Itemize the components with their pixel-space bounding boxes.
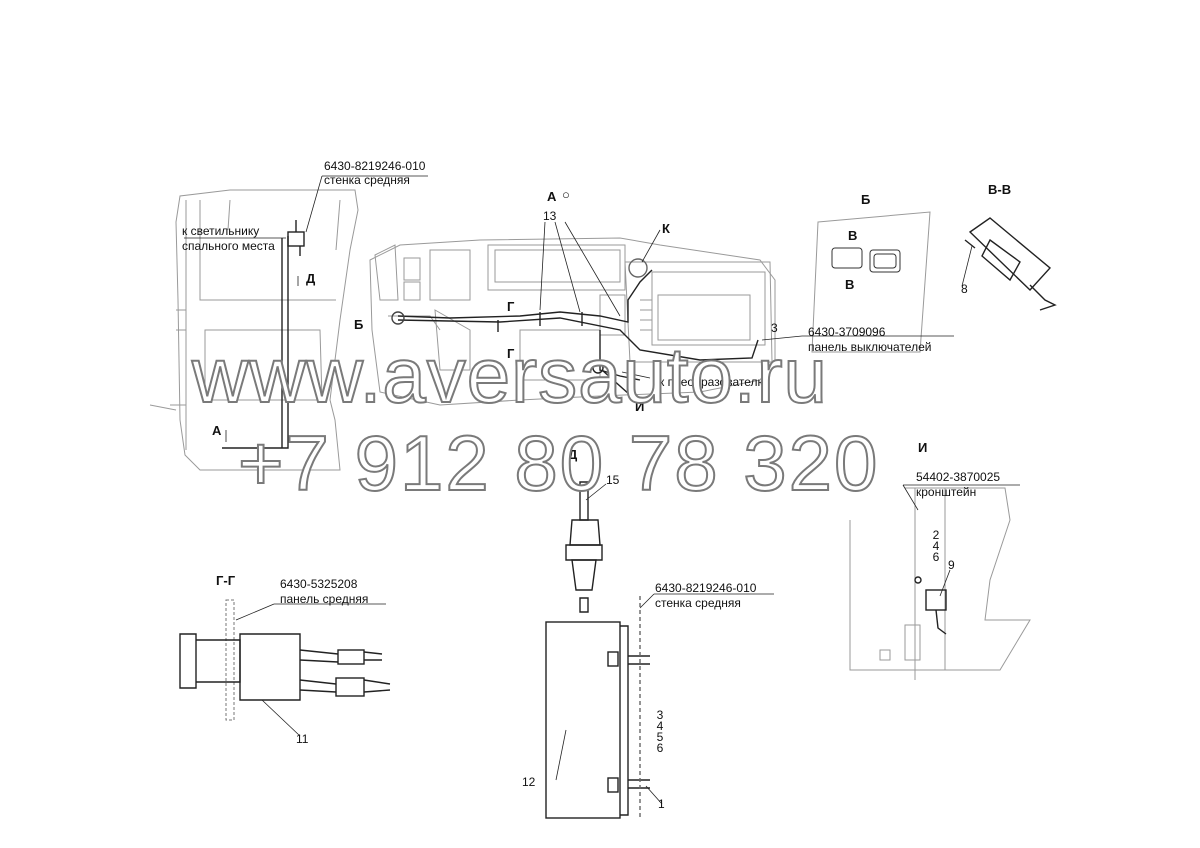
view-b-title: Б [861, 192, 871, 207]
leader-panel-mid [235, 603, 386, 621]
leader-12 [555, 729, 567, 781]
leader-wall-bottom [639, 593, 774, 609]
section-v-mark-bottom: В [845, 277, 855, 292]
section-d-mark: Д [306, 271, 316, 286]
section-g-mark-top: Г [507, 299, 515, 314]
view-i-bracket [849, 487, 1031, 680]
panel-mid-code: 6430-5325208 [280, 577, 358, 591]
wall-mid-bottom-code: 6430-8219246-010 [655, 581, 757, 595]
pos-8: 8 [961, 282, 968, 296]
leader-switch-panel [761, 335, 954, 341]
harness-ties [497, 312, 583, 332]
section-marks [225, 276, 299, 442]
section-g-mark-bottom: Г [507, 346, 515, 361]
leader-converter [621, 371, 661, 386]
leader-8 [961, 245, 973, 287]
leader-11 [261, 699, 301, 737]
bracket-name: кронштейн [916, 485, 977, 499]
switch-assembly [964, 217, 1057, 311]
view-i-title: И [918, 440, 928, 455]
bracket-relay [914, 576, 947, 635]
leader-bracket [902, 484, 1020, 511]
leader-15 [585, 483, 607, 501]
lamp-connector [287, 220, 305, 256]
panel-a-detail [599, 261, 773, 363]
converter-label: к преобразователю [659, 375, 767, 389]
leader-1 [645, 785, 663, 805]
leader-wall-top [305, 175, 428, 233]
section-i-mark: И [635, 399, 645, 414]
section-v-mark-top: В [848, 228, 858, 243]
leader-9 [939, 569, 951, 597]
view-vv-title: В-В [988, 182, 1012, 197]
pos-12: 12 [522, 775, 536, 789]
switch-panel-name: панель выключателей [808, 340, 932, 354]
socket-detail [179, 633, 391, 701]
pos-11: 11 [296, 732, 309, 746]
wall-mid-top-name: стенка средняя [324, 173, 410, 187]
lamp-label-line1: к светильнику [182, 224, 260, 238]
pos-1: 1 [658, 797, 665, 811]
pos-15: 15 [606, 473, 620, 487]
pos-13: 13 [543, 209, 557, 223]
view-a-title: А [547, 189, 557, 204]
view-d-title: Д [568, 447, 578, 462]
wall-mid-top-code: 6430-8219246-010 [324, 159, 426, 173]
view-gg-title: Г-Г [216, 573, 236, 588]
pos-stack-246: 2 4 6 [932, 528, 940, 564]
leader-k [641, 229, 661, 263]
leader-13 [539, 221, 621, 317]
view-b-panel [811, 211, 931, 353]
section-b-mark: Б [354, 317, 364, 332]
plug-detail [565, 481, 603, 613]
bracket-code: 54402-3870025 [916, 470, 1001, 484]
section-a-mark: А [212, 423, 222, 438]
section-k-mark: К [662, 221, 670, 236]
panel-mid-name: панель средняя [280, 592, 369, 606]
main-harness [222, 236, 759, 449]
pos-9: 9 [948, 558, 955, 572]
pos-3: 3 [771, 321, 778, 335]
view-a-circle-icon: ○ [562, 187, 570, 202]
cab-outline [149, 189, 359, 471]
pos-stack-3456: 3 4 5 6 [656, 708, 664, 755]
dashboard-outline [369, 237, 776, 406]
converter-box [545, 596, 650, 820]
lamp-label-line2: спального места [182, 239, 275, 253]
switch-panel-code: 6430-3709096 [808, 325, 886, 339]
wall-mid-bottom-name: стенка средняя [655, 596, 741, 610]
